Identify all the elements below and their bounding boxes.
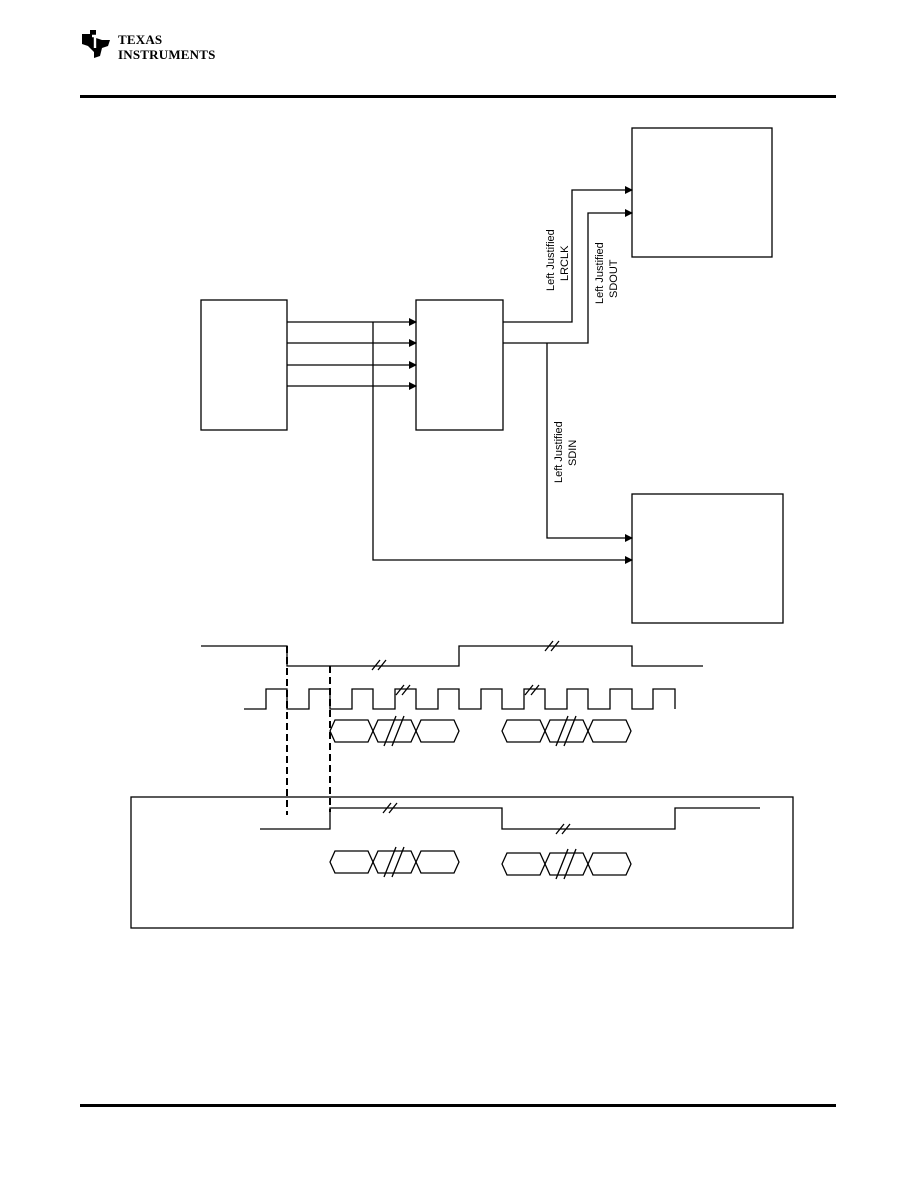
lrclk-shifted-waveform xyxy=(260,807,760,830)
lrclk-label-2: LRCLK xyxy=(559,245,571,281)
break-mark xyxy=(530,684,540,696)
break-mark xyxy=(382,802,392,814)
data-bit-cell xyxy=(415,850,460,874)
lrclk-waveform xyxy=(201,645,703,667)
ti-logo: TEXAS INSTRUMENTS xyxy=(80,28,240,68)
top-right-block xyxy=(631,127,773,258)
bottom-right-block xyxy=(631,493,784,624)
break-mark xyxy=(401,684,411,696)
texas-state-logo-icon xyxy=(82,30,110,58)
timing-group-frame xyxy=(130,796,794,929)
break-mark xyxy=(391,715,405,747)
bclk-waveform xyxy=(244,688,676,710)
data-bit-cell xyxy=(415,719,460,743)
break-mark xyxy=(524,684,534,696)
sdout-label-2: SDOUT xyxy=(608,259,620,298)
break-mark xyxy=(550,640,560,652)
header-rule xyxy=(80,95,836,98)
logo-line2: INSTRUMENTS xyxy=(118,47,216,62)
sdout-line xyxy=(503,209,633,344)
break-mark xyxy=(561,823,571,835)
break-mark xyxy=(377,659,387,671)
break-mark xyxy=(563,715,577,747)
sdin-label-2: SDIN xyxy=(567,440,579,466)
break-mark xyxy=(383,715,397,747)
data-bit-cell xyxy=(501,852,546,876)
break-mark xyxy=(544,640,554,652)
logo-line1: TEXAS xyxy=(118,32,163,47)
data-bit-cell xyxy=(329,719,374,743)
lrclk-line xyxy=(503,186,633,323)
sdin-label-1: Left Justified xyxy=(553,421,565,483)
data-bit-cell xyxy=(329,850,374,874)
center-block xyxy=(415,299,504,431)
break-mark xyxy=(563,848,577,880)
break-mark xyxy=(371,659,381,671)
break-mark xyxy=(395,684,405,696)
data-bit-cell xyxy=(587,719,632,743)
lrclk-label-1: Left Justified xyxy=(545,229,557,291)
break-mark xyxy=(555,848,569,880)
break-mark xyxy=(391,846,405,878)
break-mark xyxy=(555,715,569,747)
ti-wordmark: TEXAS INSTRUMENTS xyxy=(118,32,216,62)
data-bit-cell xyxy=(587,852,632,876)
sdin-line xyxy=(546,343,633,542)
break-mark xyxy=(555,823,565,835)
branch-line xyxy=(372,322,633,564)
break-mark xyxy=(388,802,398,814)
sdout-label-1: Left Justified xyxy=(594,242,606,304)
data-bit-cell xyxy=(501,719,546,743)
break-mark xyxy=(383,846,397,878)
left-block xyxy=(200,299,288,431)
footer-rule xyxy=(80,1104,836,1107)
